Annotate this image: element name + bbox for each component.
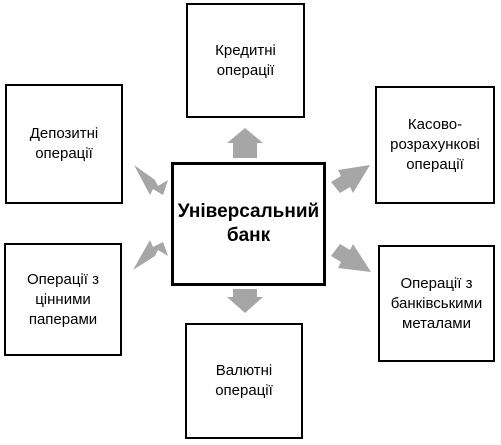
deposit-operations-box: Депозитні операції — [5, 84, 123, 204]
securities-operations-box: Операції з цінними паперами — [4, 243, 122, 356]
arrow-to-currency — [227, 289, 263, 313]
currency-operations-box: Валютні операції — [185, 323, 303, 439]
arrow-to-securities — [133, 240, 168, 270]
arrow-to-deposit — [134, 165, 168, 195]
cash-settlement-operations-label: Касово- розрахункові операції — [390, 116, 480, 173]
securities-operations-label: Операції з цінними паперами — [27, 270, 99, 328]
currency-operations-label: Валютні операції — [215, 362, 273, 399]
deposit-operations-label: Депозитні операції — [29, 125, 99, 162]
precious-metals-operations-box: Операції з банківськими металами — [378, 245, 495, 362]
credit-operations-label: Кредитні операції — [215, 41, 276, 79]
arrow-to-cash-settlement — [331, 165, 370, 193]
arrow-to-metals — [331, 244, 371, 272]
cash-settlement-operations-box: Касово- розрахункові операції — [375, 86, 495, 204]
universal-bank-label: Універсальний банк — [177, 201, 320, 246]
universal-bank-box: Універсальний банк — [171, 162, 326, 286]
arrow-to-credit — [227, 128, 263, 158]
precious-metals-operations-label: Операції з банківськими металами — [390, 274, 483, 332]
credit-operations-box: Кредитні операції — [186, 3, 305, 118]
